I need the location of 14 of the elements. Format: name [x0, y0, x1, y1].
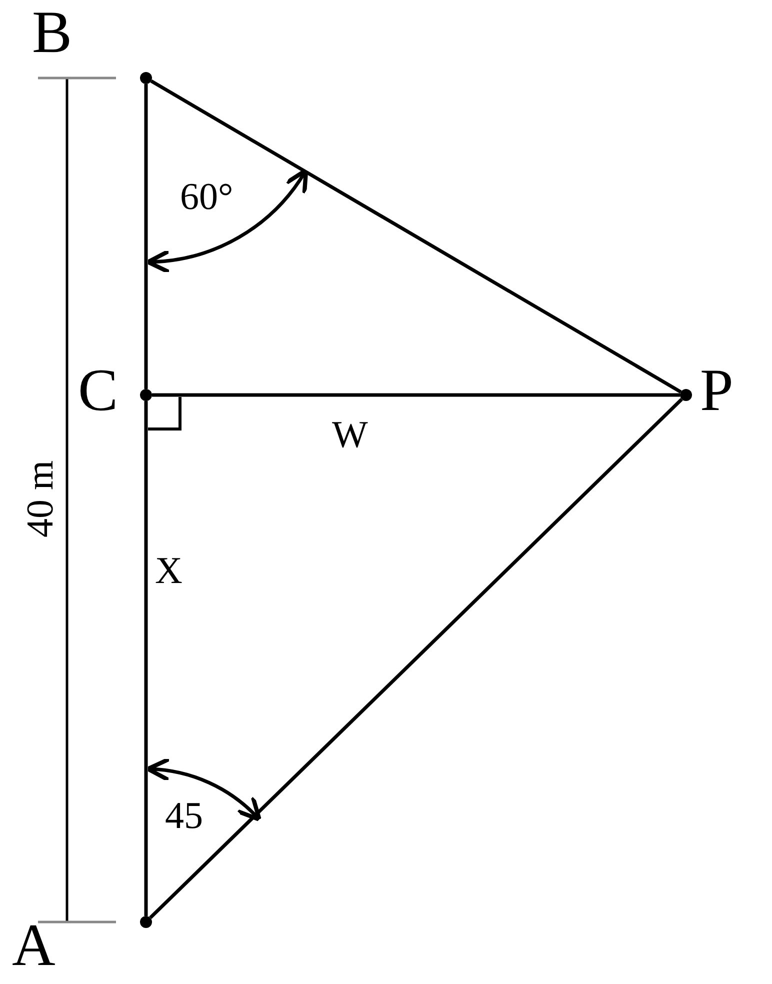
line-segment — [144, 84, 148, 389]
line-segment — [144, 401, 148, 916]
point-label: B — [32, 2, 72, 62]
point-label: C — [78, 360, 118, 420]
line-segment — [150, 80, 682, 394]
point-label: A — [12, 915, 56, 975]
angle-label: 60° — [180, 178, 234, 216]
point-label: P — [700, 360, 734, 420]
edge-label: X — [155, 552, 182, 590]
dimension-label: 40 m — [22, 460, 60, 538]
line-segment — [152, 393, 680, 397]
angle-label: 45 — [165, 797, 203, 835]
line-segment — [149, 398, 683, 920]
edge-label: W — [332, 416, 368, 454]
